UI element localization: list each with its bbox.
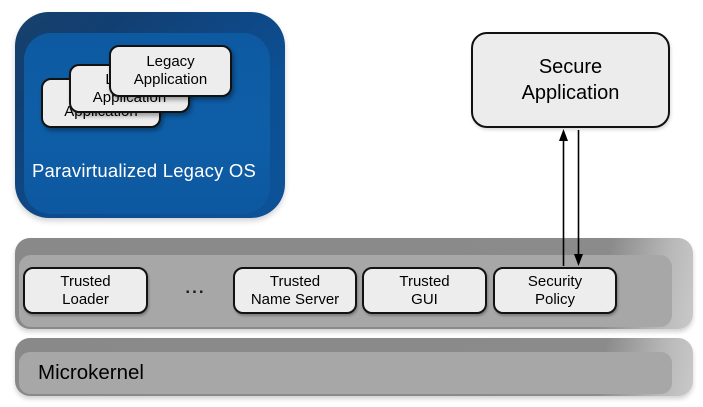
security-policy-box: Security Policy xyxy=(493,267,617,314)
trusted-name-server-box: Trusted Name Server xyxy=(233,267,357,314)
trusted-gui-label-line1: Trusted xyxy=(399,272,450,290)
trusted-name-server-label-line2: Name Server xyxy=(250,290,340,308)
legacy-application-box-front: Legacy Application xyxy=(109,45,232,97)
trusted-gui-box: Trusted GUI xyxy=(362,267,487,314)
trusted-components-bar: Trusted Loader ... Trusted Name Server T… xyxy=(15,238,693,329)
security-policy-label-line2: Policy xyxy=(534,290,575,308)
paravirtualized-legacy-os-label: Paravirtualized Legacy OS xyxy=(32,160,257,181)
secure-application-label-line1: Secure xyxy=(538,56,603,78)
trusted-loader-label-line1: Trusted xyxy=(60,272,111,290)
legacy-application-label-line2: Application xyxy=(133,71,208,88)
security-policy-label-line1: Security xyxy=(527,272,583,290)
trusted-name-server-label-line1: Trusted xyxy=(269,272,321,290)
trusted-gui-label-line2: GUI xyxy=(411,290,438,308)
microkernel-bar: Microkernel xyxy=(15,338,693,396)
microkernel-label: Microkernel xyxy=(38,361,144,384)
microkernel-bar-face xyxy=(19,352,672,394)
trusted-loader-box: Trusted Loader xyxy=(23,267,148,314)
secure-application-box: Secure Application xyxy=(471,32,670,128)
legacy-application-label-line1: Legacy xyxy=(146,53,195,70)
paravirtualized-legacy-os-box: Legacy Application Legacy Application Le… xyxy=(15,12,285,218)
trusted-loader-label-line2: Loader xyxy=(62,290,109,308)
secure-application-label-line2: Application xyxy=(521,82,620,104)
more-components-ellipsis: ... xyxy=(185,278,206,297)
